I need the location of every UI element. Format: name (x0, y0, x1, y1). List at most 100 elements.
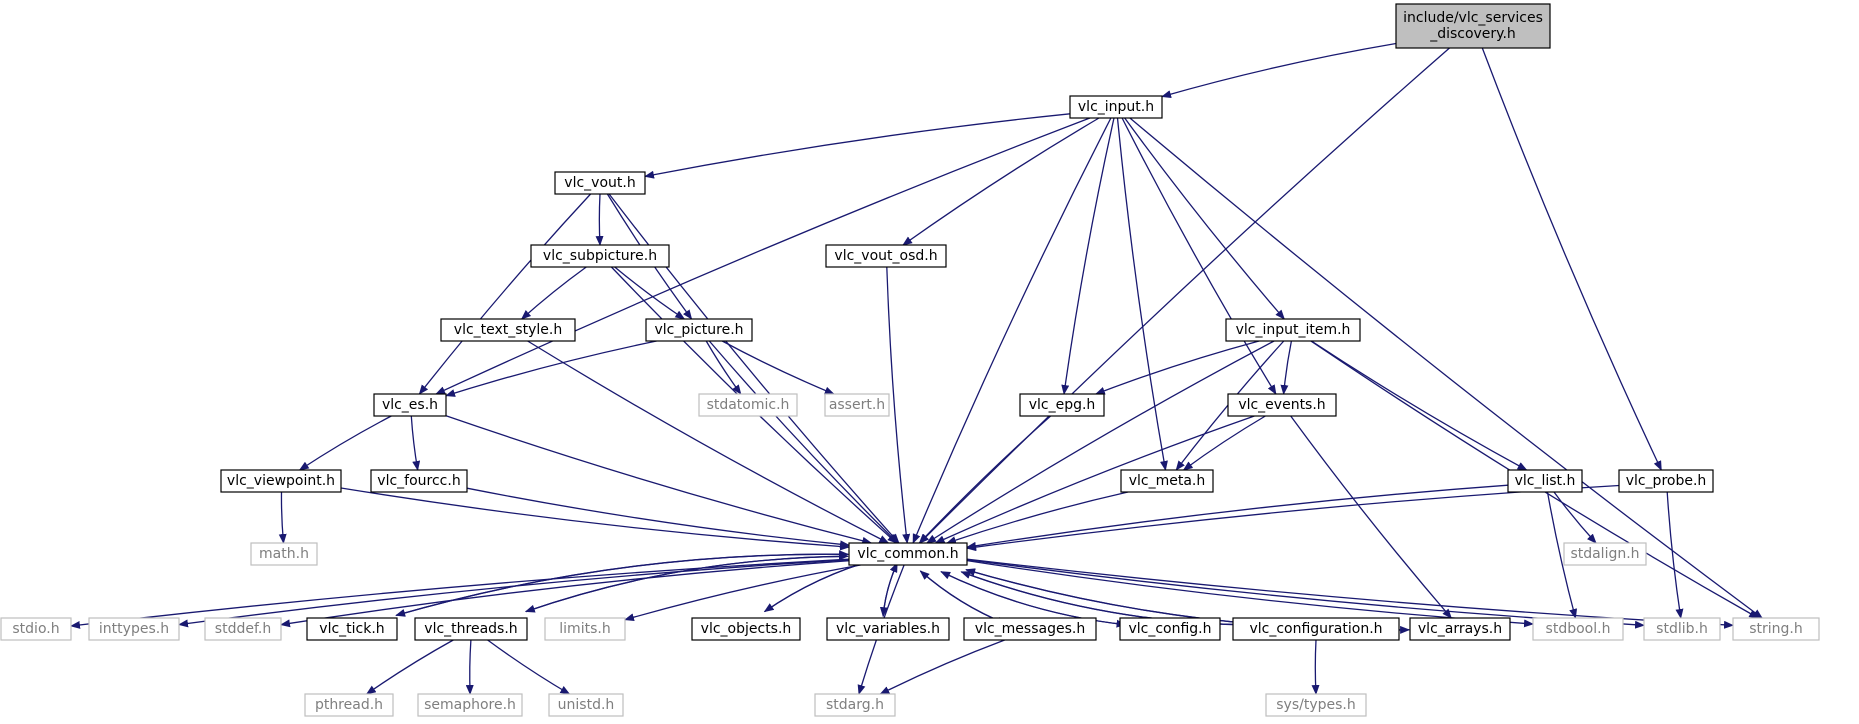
node-box (825, 244, 947, 268)
edge-vlc_fourcc-to-vlc_common (466, 487, 850, 549)
node-label: stdalign.h (1570, 546, 1639, 562)
edge-root-to-vlc_probe (1481, 47, 1662, 471)
edge-vlc_common-to-string (966, 558, 1734, 629)
edge-vlc_common-to-vlc_objects (763, 557, 879, 613)
edge-vlc_common-to-stddef (280, 560, 850, 628)
edge-vlc_picture-to-assert (721, 340, 835, 395)
edge-vlc_threads-to-unistd (487, 639, 571, 695)
edges (70, 42, 1763, 695)
edge-vlc_es-to-vlc_common (445, 415, 873, 545)
node-pthread: pthread.h (304, 693, 394, 717)
edge-vlc_picture-to-vlc_common (708, 340, 899, 544)
edge-vlc_vout-to-vlc_common (608, 193, 900, 544)
edge-vlc_es-to-vlc_viewpoint (298, 415, 392, 471)
node-stdarg: stdarg.h (814, 693, 896, 717)
node-box (1563, 542, 1647, 566)
node-vlc-common[interactable]: vlc_common.h (848, 542, 968, 566)
edge-vlc_viewpoint-to-vlc_common (340, 487, 850, 551)
node-label: stdbool.h (1546, 621, 1611, 637)
node-vlc-arrays[interactable]: vlc_arrays.h (1409, 617, 1511, 641)
node-box (440, 318, 576, 342)
edge-vlc_threads-to-pthread (365, 639, 454, 695)
edge-vlc_events-to-vlc_meta (1182, 415, 1266, 471)
node-label: math.h (259, 546, 309, 562)
node-box (88, 617, 180, 641)
node-label: stdio.h (12, 621, 59, 637)
node-label: vlc_vout.h (564, 175, 635, 191)
edge-vlc_input_item-to-vlc_events (1280, 340, 1293, 395)
node-label: semaphore.h (424, 697, 516, 713)
node-vlc-events[interactable]: vlc_events.h (1227, 393, 1337, 417)
node-box (1225, 318, 1361, 342)
node-label: string.h (1749, 621, 1803, 637)
node-box (698, 393, 798, 417)
node-label: vlc_text_style.h (454, 322, 562, 338)
node-box (1019, 393, 1105, 417)
edge-vlc_variables-to-vlc_common (882, 562, 898, 617)
node-assert: assert.h (824, 393, 890, 417)
edge-vlc_configuration-to-sys_types (1311, 639, 1320, 695)
node-vlc-vout[interactable]: vlc_vout.h (554, 171, 646, 195)
node-box (814, 693, 896, 717)
node-vlc-text-style[interactable]: vlc_text_style.h (440, 318, 576, 342)
node-stdatomic: stdatomic.h (698, 393, 798, 417)
node-vlc-threads[interactable]: vlc_threads.h (414, 617, 528, 641)
node-stdio: stdio.h (0, 617, 72, 641)
edge-vlc_input-to-vlc_events (1121, 117, 1277, 395)
edge-vlc_input-to-vlc_es (435, 117, 1091, 395)
edge-vlc_input-to-vlc_input_item (1124, 117, 1285, 320)
node-box (554, 171, 646, 195)
edge-vlc_input_item-to-vlc_list (1311, 340, 1528, 471)
node-vlc-tick[interactable]: vlc_tick.h (306, 617, 398, 641)
node-root[interactable]: include/vlc_services_discovery.h (1395, 3, 1551, 49)
edge-vlc_picture-to-vlc_es (445, 340, 657, 397)
node-vlc-messages[interactable]: vlc_messages.h (963, 617, 1097, 641)
node-vlc-objects[interactable]: vlc_objects.h (691, 617, 801, 641)
edge-root-to-vlc_common (919, 47, 1450, 544)
edge-vlc_input-to-string (1129, 117, 1763, 619)
node-vlc-es[interactable]: vlc_es.h (373, 393, 447, 417)
node-vlc-configuration[interactable]: vlc_configuration.h (1232, 617, 1400, 641)
node-inttypes: inttypes.h (88, 617, 180, 641)
edge-root-to-vlc_input (1161, 42, 1397, 98)
edge-vlc_viewpoint-to-math (278, 491, 287, 544)
nodes: include/vlc_services_discovery.h vlc_inpu… (0, 3, 1820, 717)
node-label: vlc_input_item.h (1236, 322, 1351, 338)
edge-vlc_input-to-vlc_common (912, 117, 1112, 544)
node-vlc-input-item[interactable]: vlc_input_item.h (1225, 318, 1361, 342)
node-box (1395, 3, 1551, 49)
node-box (370, 469, 468, 493)
node-label: vlc_epg.h (1029, 397, 1096, 413)
edge-vlc_list-to-stdalign (1553, 491, 1597, 544)
node-vlc-picture[interactable]: vlc_picture.h (645, 318, 753, 342)
node-vlc-subpicture[interactable]: vlc_subpicture.h (530, 244, 670, 268)
node-label: vlc_subpicture.h (543, 248, 657, 264)
node-label: vlc_probe.h (1626, 473, 1707, 489)
node-vlc-variables[interactable]: vlc_variables.h (826, 617, 950, 641)
node-math: math.h (250, 542, 318, 566)
node-label: unistd.h (558, 697, 615, 713)
node-vlc-viewpoint[interactable]: vlc_viewpoint.h (220, 469, 342, 493)
edge-vlc_messages-to-stdarg (879, 639, 1005, 695)
node-box (414, 617, 528, 641)
node-vlc-meta[interactable]: vlc_meta.h (1120, 469, 1214, 493)
node-vlc-probe[interactable]: vlc_probe.h (1618, 469, 1714, 493)
node-vlc-fourcc[interactable]: vlc_fourcc.h (370, 469, 468, 493)
node-box (1265, 693, 1367, 717)
edge-vlc_input-to-vlc_meta (1116, 117, 1168, 471)
node-box (548, 693, 624, 717)
node-vlc-config[interactable]: vlc_config.h (1119, 617, 1221, 641)
edge-vlc_probe-to-stdlib (1666, 491, 1684, 619)
node-box (1409, 617, 1511, 641)
edge-vlc_events-to-vlc_common (934, 415, 1255, 544)
node-box (306, 617, 398, 641)
node-vlc-input[interactable]: vlc_input.h (1069, 95, 1163, 119)
node-vlc-vout-osd[interactable]: vlc_vout_osd.h (825, 244, 947, 268)
node-vlc-epg[interactable]: vlc_epg.h (1019, 393, 1105, 417)
node-label: vlc_messages.h (975, 621, 1085, 637)
edge-vlc_threads-to-semaphore (465, 639, 474, 695)
node-vlc-list[interactable]: vlc_list.h (1507, 469, 1583, 493)
node-stdbool: stdbool.h (1532, 617, 1624, 641)
edge-vlc_input_item-to-vlc_epg (1094, 340, 1260, 395)
